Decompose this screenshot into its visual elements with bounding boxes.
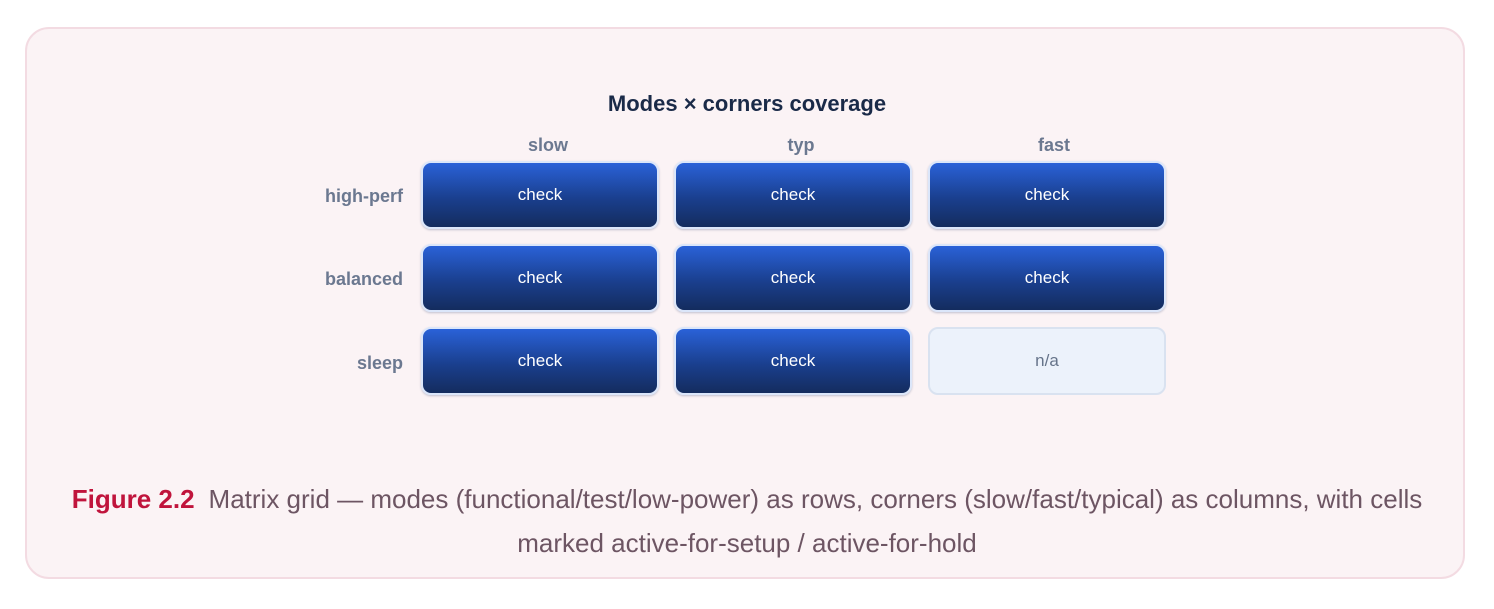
matrix-cell-sleep-typ: check: [674, 327, 912, 395]
matrix-cell-high-perf-slow: check: [421, 161, 659, 229]
matrix-cell-balanced-fast: check: [928, 244, 1166, 312]
column-header-fast: fast: [1037, 135, 1070, 155]
matrix-title: Modes × corners coverage: [607, 91, 887, 116]
matrix-cell-high-perf-fast: check: [928, 161, 1166, 229]
matrix-cell-balanced-typ: check: [674, 244, 912, 312]
figure-caption-text: Matrix grid — modes (functional/test/low…: [208, 484, 1423, 558]
matrix-cell-high-perf-typ: check: [674, 161, 912, 229]
matrix-cell-sleep-fast: n/a: [928, 327, 1166, 395]
figure-caption-label: Figure 2.2: [71, 484, 195, 514]
column-header-typ: typ: [787, 135, 815, 155]
row-header-high-perf: high-perf: [325, 186, 403, 206]
row-header-sleep: sleep: [356, 353, 403, 373]
column-header-slow: slow: [527, 135, 568, 155]
matrix-cell-sleep-slow: check: [421, 327, 659, 395]
row-header-balanced: balanced: [324, 269, 403, 289]
figure-caption: Figure 2.2 Matrix grid — modes (functiona…: [67, 477, 1427, 565]
figure-card: Modes × corners coverage slow typ fast h…: [25, 27, 1465, 579]
matrix-cell-balanced-slow: check: [421, 244, 659, 312]
